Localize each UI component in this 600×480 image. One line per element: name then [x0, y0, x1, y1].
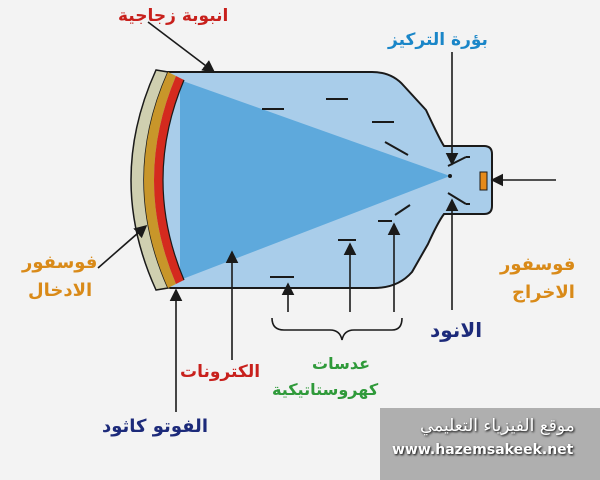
label-input-phosphor-line2: الادخال: [28, 280, 93, 301]
label-glass-tube: انبوبة زجاجية: [118, 6, 229, 26]
label-output-phosphor-line2: الاخراج: [512, 282, 575, 303]
label-focus-point: بؤرة التركيز: [388, 30, 488, 50]
label-output-phosphor-line1: فوسفور: [500, 254, 576, 275]
label-electrons: الكترونات: [180, 362, 261, 382]
label-input-phosphor-line1: فوسفور: [22, 252, 98, 273]
label-photocathode: الفوتو كاثود: [102, 416, 208, 437]
photocathode-layer: [144, 72, 176, 288]
watermark-band: [380, 408, 600, 480]
photocathode-curve: [162, 79, 185, 281]
watermark-url: www.hazemsakeek.net: [392, 442, 574, 458]
label-electrostatic-lenses-line2: كهروستاتيكية: [272, 380, 379, 399]
input-phosphor-layer: [154, 76, 184, 284]
focus-point-marker: [448, 174, 452, 178]
lens-electrodes: [262, 98, 411, 278]
lens-brace: [271, 317, 403, 341]
watermark-site-name: موقع الفيزياء التعليمي: [420, 416, 575, 436]
label-electrostatic-lenses-line1: عدسات: [312, 354, 370, 373]
label-anode: الانود: [430, 318, 483, 342]
output-phosphor: [479, 171, 488, 191]
electron-beam: [180, 80, 450, 280]
pointer-arrows: [97, 21, 556, 412]
